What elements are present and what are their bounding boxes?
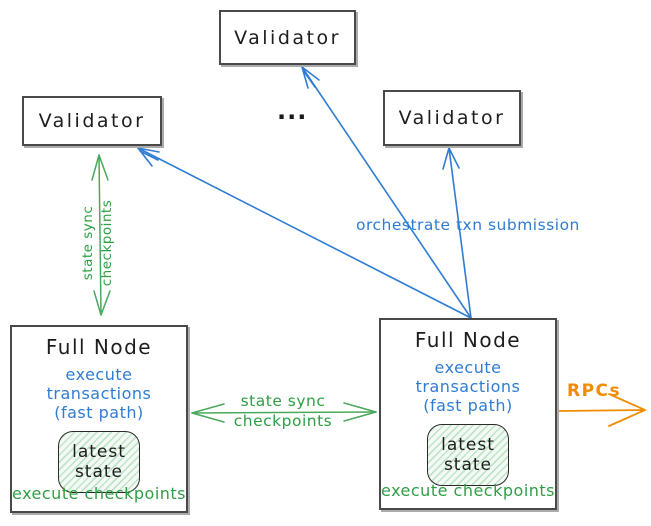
rpcs-label: RPCs	[567, 381, 622, 401]
arrowhead-left-validator	[137, 147, 160, 167]
validator-box-left: Validator	[22, 96, 162, 146]
full-node-left-blue-text: execute transactions (fast path)	[12, 365, 186, 422]
full-node-left-title: Full Node	[45, 335, 153, 359]
arrowhead-right-validator	[442, 147, 460, 170]
vertical-state-sync-label: state sync	[80, 205, 96, 281]
full-node-box-right: Full Node execute transactions (fast pat…	[379, 318, 557, 510]
arrowhead-top-validator	[301, 66, 320, 89]
latest-state-box-left: latest state	[58, 431, 140, 493]
fast-path-label: (fast path)	[54, 403, 144, 422]
validator-box-right: Validator	[383, 90, 521, 146]
fast-path-label: (fast path)	[423, 396, 513, 415]
full-node-right-blue-text: execute transactions (fast path)	[381, 358, 555, 415]
orchestrate-txn-label: orchestrate txn submission	[356, 216, 580, 234]
validator-top-label: Validator	[234, 26, 341, 49]
orchestrate-arrows	[137, 66, 472, 319]
full-node-box-left: Full Node execute transactions (fast pat…	[10, 325, 188, 513]
execute-checkpoints-right-label: execute checkpoints	[381, 481, 556, 500]
arrowhead-down	[93, 290, 111, 316]
horizontal-state-sync-label: state sync checkpoints	[225, 393, 341, 430]
state-sync-vertical-arrow	[91, 154, 111, 316]
validator-left-label: Validator	[38, 110, 146, 132]
arrowhead-up	[91, 154, 109, 181]
state-sync-horizontal-arrow	[191, 402, 377, 423]
arrow-to-right-validator	[448, 147, 472, 319]
latest-state-right-label: latest state	[441, 435, 495, 475]
latest-state-left-label: latest state	[72, 442, 126, 482]
full-node-right-title: Full Node	[414, 328, 522, 352]
validator-box-top: Validator	[219, 10, 356, 65]
rpcs-arrow	[557, 393, 646, 427]
state-sync-line2: checkpoints	[233, 412, 333, 430]
arrow-to-left-validator	[137, 147, 472, 319]
arrow-to-top-validator	[301, 66, 472, 319]
state-sync-line1: state sync	[240, 392, 326, 410]
vertical-checkpoints-label: checkpoints	[99, 199, 115, 287]
execute-checkpoints-left-label: execute checkpoints	[12, 484, 187, 503]
arrowhead-rpcs	[608, 393, 646, 427]
validator-right-label: Validator	[398, 107, 506, 129]
arrowhead-right	[343, 402, 377, 422]
latest-state-box-right: latest state	[427, 424, 509, 486]
execute-transactions-label: execute transactions	[46, 365, 152, 403]
arrowhead-left	[191, 403, 225, 423]
execute-transactions-label: execute transactions	[415, 358, 521, 396]
validators-ellipsis: ...	[277, 97, 308, 125]
